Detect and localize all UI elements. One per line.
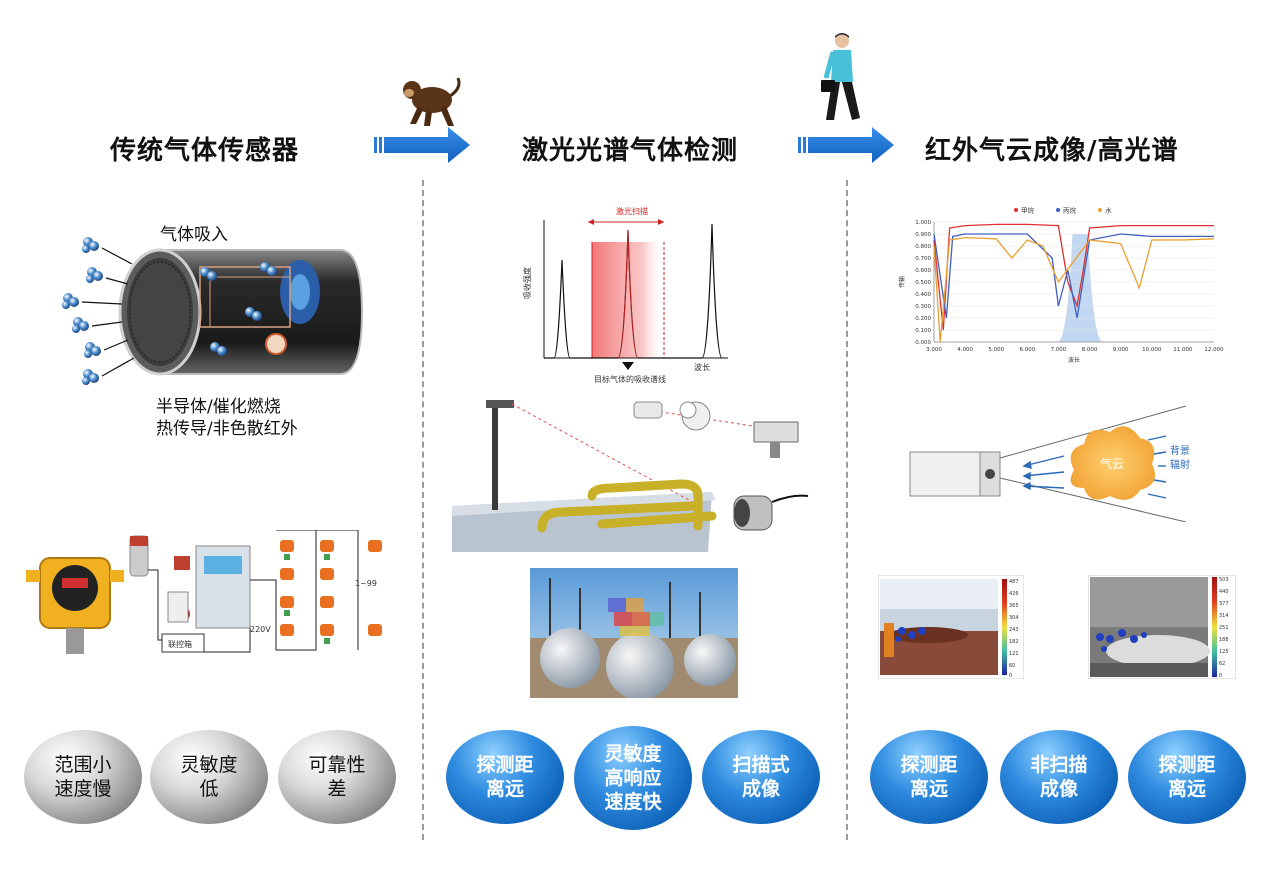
cloud-label: 气云	[1100, 456, 1124, 471]
laser-pipeline-scene	[452, 400, 809, 552]
voltage-text: 220V	[250, 625, 271, 634]
y-axis-label: 传输	[898, 276, 906, 288]
x-tick-label: 9.000	[1113, 347, 1129, 353]
methods-line-1: 半导体/催化燃烧	[156, 397, 281, 417]
alarm-network-diagram: 联控箱 220V 1~99	[26, 530, 382, 654]
divider-right	[846, 180, 848, 840]
x-axis-label: 波长	[1068, 356, 1080, 364]
sensor-cylinder-illustration	[62, 237, 364, 385]
x-tick-label: 3.000	[926, 347, 942, 353]
x-tick-label: 5.000	[988, 347, 1004, 353]
title-laser: 激光光谱气体检测	[522, 136, 739, 166]
x-tick-label: 7.000	[1051, 347, 1067, 353]
scale1-3: 304	[1009, 615, 1019, 621]
scale2-5: 188	[1219, 637, 1229, 643]
scale2-0: 503	[1219, 577, 1229, 583]
bubble-laser-2: 灵敏度 高响应 速度快	[574, 726, 692, 830]
bubble-traditional-1: 范围小 速度慢	[24, 730, 142, 824]
legend-marker-2	[1098, 208, 1102, 212]
gas-cloud-imaging-diagram: 气云 背景 辐射	[909, 405, 1190, 522]
scale1-0: 487	[1009, 579, 1019, 585]
y-tick-label: 0.300	[915, 304, 931, 310]
y-tick-label: 0.100	[915, 328, 931, 334]
y-tick-label: 0.400	[915, 292, 931, 298]
refinery-scan-photo	[530, 568, 738, 698]
alarm-count-text: 1~99	[355, 579, 377, 588]
x-tick-label: 11.000	[1173, 347, 1193, 353]
background-label-2: 辐射	[1170, 458, 1190, 471]
monkey-icon	[403, 77, 461, 126]
divider-left	[422, 180, 424, 840]
progress-arrow-1	[374, 127, 470, 163]
y-tick-label: 0.000	[915, 340, 931, 346]
laser-xlabel: 波长	[694, 362, 710, 372]
series-line-2	[933, 236, 1215, 343]
scale1-2: 365	[1009, 603, 1019, 609]
methods-line-2: 热传导/非色散红外	[156, 419, 298, 439]
thermal-image-1: 487 426 365 304 243 182 121 60 0	[878, 575, 1024, 679]
y-tick-label: 1.000	[915, 220, 931, 226]
scale2-8: 0	[1219, 673, 1222, 679]
title-infrared: 红外气云成像/高光谱	[925, 136, 1179, 166]
scale1-1: 426	[1009, 591, 1019, 597]
laser-absorption-chart: 激光扫描 吸收强度 波长 目标气体的吸收谱线	[522, 206, 728, 384]
scale1-7: 60	[1009, 663, 1015, 669]
bubble-laser-3: 扫描式 成像	[702, 730, 820, 824]
bubble-infrared-2: 非扫描 成像	[1000, 730, 1118, 824]
scale2-7: 62	[1219, 661, 1225, 667]
legend-marker-0	[1014, 208, 1018, 212]
background-label-1: 背景	[1170, 444, 1190, 457]
bubble-laser-1: 探测距 离远	[446, 730, 564, 824]
bubble-traditional-2: 灵敏度 低	[150, 730, 268, 824]
scale1-6: 121	[1009, 651, 1019, 657]
legend-marker-1	[1056, 208, 1060, 212]
businessman-icon	[821, 33, 860, 120]
legend-label-1: 丙烷	[1063, 206, 1077, 215]
series-line-0	[933, 223, 1214, 331]
legend-label-0: 甲烷	[1021, 206, 1035, 215]
scale2-6: 125	[1219, 649, 1229, 655]
bubble-infrared-3: 探测距 离远	[1128, 730, 1246, 824]
x-tick-label: 4.000	[957, 347, 973, 353]
inlet-label: 气体吸入	[160, 225, 228, 245]
ir-transmission-chart: 0.000 0.100 0.200 0.300 0.400 0.500 0.600 0.700…	[898, 206, 1224, 365]
y-tick-label: 0.700	[915, 256, 931, 262]
progress-arrow-2	[798, 127, 894, 163]
y-tick-label: 0.200	[915, 316, 931, 322]
scale1-4: 243	[1009, 627, 1019, 633]
y-tick-label: 0.900	[915, 232, 931, 238]
series-line-1	[933, 233, 1214, 319]
scale2-1: 440	[1219, 589, 1229, 595]
scale2-2: 377	[1219, 601, 1229, 607]
laser-target-label: 目标气体的吸收谱线	[594, 374, 666, 384]
scan-label: 激光扫描	[616, 206, 648, 216]
controller-text: 联控箱	[168, 639, 192, 649]
x-tick-label: 10.000	[1142, 347, 1162, 353]
laser-ylabel: 吸收强度	[522, 267, 532, 299]
bubble-infrared-1: 探测距 离远	[870, 730, 988, 824]
x-tick-label: 6.000	[1019, 347, 1035, 353]
x-tick-label: 8.000	[1082, 347, 1098, 353]
y-tick-label: 0.500	[915, 280, 931, 286]
scale2-3: 314	[1219, 613, 1229, 619]
bubble-traditional-3: 可靠性 差	[278, 730, 396, 824]
legend-label-2: 水	[1105, 206, 1112, 215]
title-traditional: 传统气体传感器	[110, 136, 300, 166]
y-tick-label: 0.800	[915, 244, 931, 250]
thermal-image-2: 503 440 377 314 251 188 125 62 0	[1088, 575, 1236, 679]
scale2-4: 251	[1219, 625, 1229, 631]
x-tick-label: 12.000	[1204, 347, 1224, 353]
y-tick-label: 0.600	[915, 268, 931, 274]
scale1-5: 182	[1009, 639, 1019, 645]
scale1-8: 0	[1009, 673, 1012, 679]
